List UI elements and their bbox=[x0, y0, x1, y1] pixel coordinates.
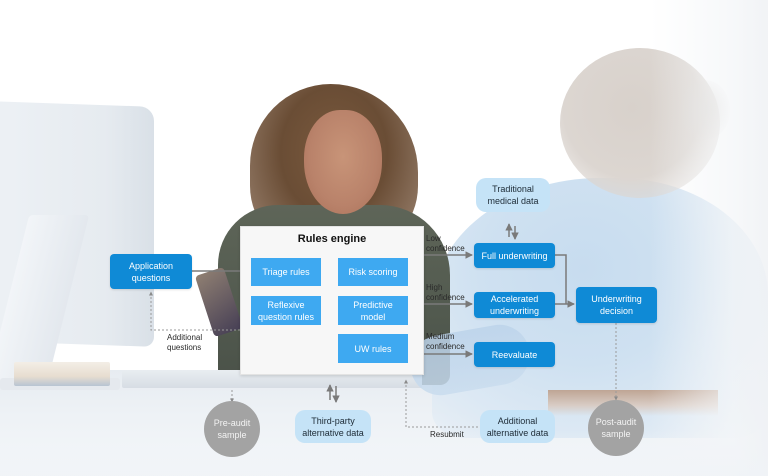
additional-questions-label: Additional questions bbox=[167, 333, 203, 352]
full-underwriting-node: Full underwriting bbox=[474, 243, 555, 268]
medium-confidence-label: Medium confidence bbox=[426, 332, 465, 351]
resubmit-label: Resubmit bbox=[430, 430, 464, 439]
pre-audit-sample-node: Pre-audit sample bbox=[204, 401, 260, 457]
additional-alternative-data-node: Additional alternative data bbox=[480, 410, 555, 443]
triage-rules-node: Triage rules bbox=[251, 258, 321, 286]
uw-rules-node: UW rules bbox=[338, 334, 408, 363]
underwriting-decision-label: Underwriting decision bbox=[591, 294, 642, 316]
rules-engine-title: Rules engine bbox=[297, 233, 367, 245]
reevaluate-node: Reevaluate bbox=[474, 342, 555, 367]
full-underwriting-label: Full underwriting bbox=[481, 250, 548, 261]
reflexive-question-rules-node: Reflexive question rules bbox=[251, 296, 321, 325]
paper-stack bbox=[14, 362, 110, 386]
application-questions-node: Application questions bbox=[110, 254, 192, 289]
accelerated-underwriting-node: Accelerated underwriting bbox=[474, 292, 555, 318]
low-confidence-label: Low confidence bbox=[426, 234, 465, 253]
post-audit-sample-label: Post-audit sample bbox=[595, 417, 637, 439]
agent-figure-face bbox=[304, 110, 382, 214]
pre-audit-sample-label: Pre-audit sample bbox=[213, 418, 251, 440]
traditional-medical-data-node: Traditional medical data bbox=[476, 178, 550, 212]
underwriting-decision-node: Underwriting decision bbox=[576, 287, 657, 323]
risk-scoring-label: Risk scoring bbox=[348, 267, 398, 277]
reflexive-question-rules-label: Reflexive question rules bbox=[257, 299, 315, 322]
accelerated-underwriting-label: Accelerated underwriting bbox=[489, 294, 540, 316]
fade-overlay-bottom bbox=[0, 430, 768, 476]
fade-overlay-right bbox=[650, 0, 768, 476]
uw-rules-label: UW rules bbox=[354, 343, 392, 354]
third-party-alternative-data-label: Third-party alternative data bbox=[302, 415, 364, 438]
post-audit-sample-node: Post-audit sample bbox=[588, 400, 644, 456]
third-party-alternative-data-node: Third-party alternative data bbox=[295, 410, 371, 443]
additional-alternative-data-label: Additional alternative data bbox=[486, 415, 549, 438]
application-questions-label: Application questions bbox=[128, 260, 174, 283]
high-confidence-label: High confidence bbox=[426, 283, 465, 302]
predictive-model-label: Predictive model bbox=[353, 299, 393, 322]
reevaluate-label: Reevaluate bbox=[491, 349, 538, 360]
triage-rules-label: Triage rules bbox=[262, 267, 310, 277]
risk-scoring-node: Risk scoring bbox=[338, 258, 408, 286]
traditional-medical-data-label: Traditional medical data bbox=[487, 184, 539, 206]
predictive-model-node: Predictive model bbox=[338, 296, 408, 325]
